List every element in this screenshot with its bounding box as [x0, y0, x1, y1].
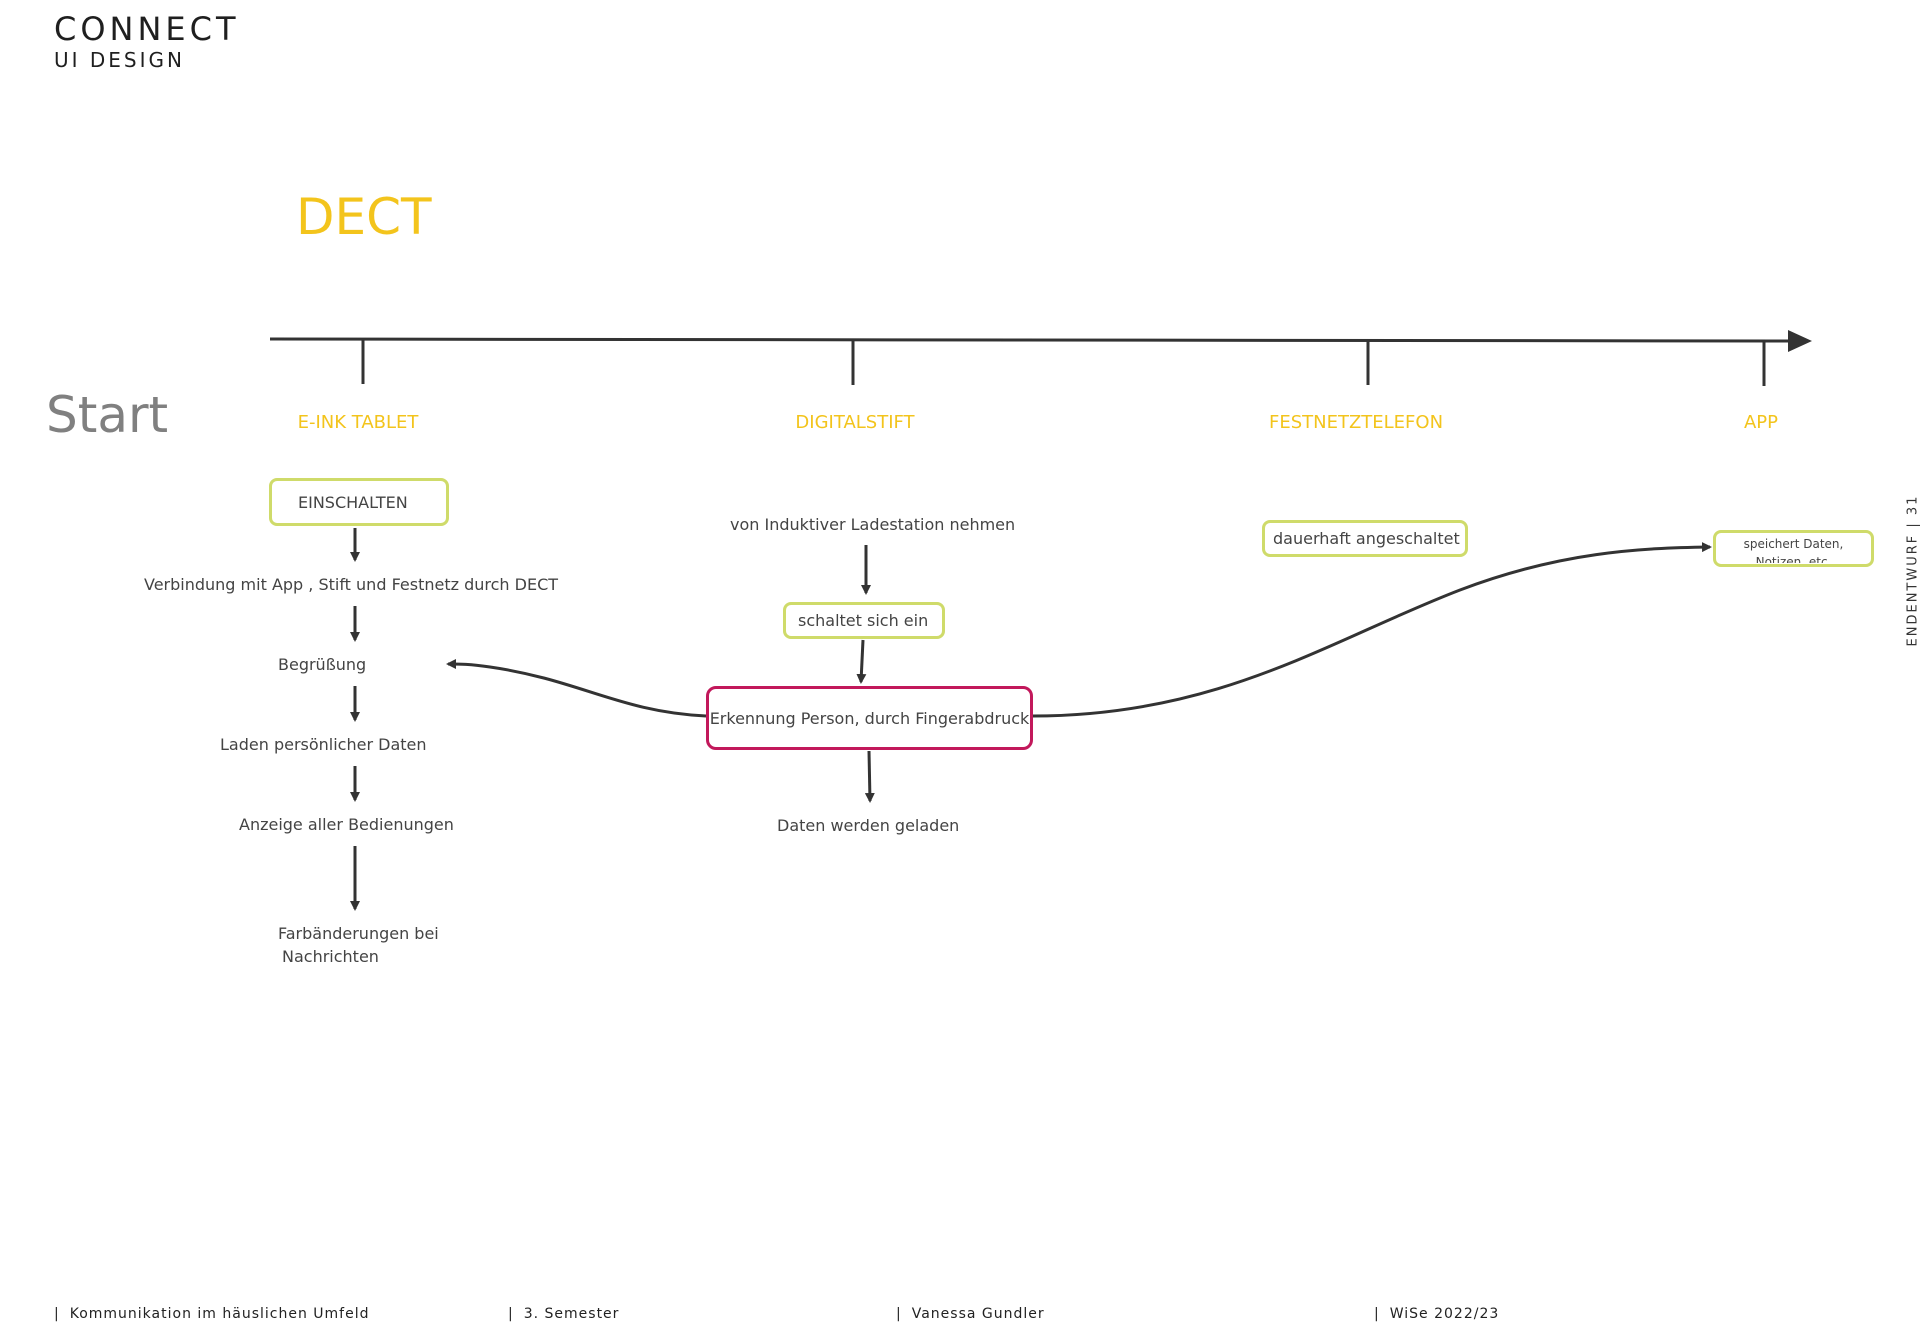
- arrow-pen-2: [856, 639, 867, 684]
- step-daten-geladen: Daten werden geladen: [777, 816, 960, 835]
- timeline-arrow-tip: [1788, 330, 1812, 352]
- box-fingerabdruck: Erkennung Person, durch Fingerabdruck: [706, 686, 1033, 750]
- brand-title: CONNECT: [54, 10, 240, 48]
- brand-subtitle: UI DESIGN: [54, 48, 185, 72]
- curve-to-begruessung: [446, 659, 707, 718]
- box-speichert-daten: speichert Daten, Notizen, etc.: [1713, 530, 1874, 567]
- step-laden-daten: Laden persönlicher Daten: [220, 735, 427, 754]
- category-digitalstift: DIGITALSTIFT: [795, 412, 915, 433]
- box-schaltet-sich-ein: schaltet sich ein: [783, 602, 945, 639]
- step-ladestation: von Induktiver Ladestation nehmen: [730, 515, 1016, 534]
- category-e-ink-tablet: E-INK TABLET: [297, 412, 419, 433]
- start-label: Start: [46, 386, 169, 444]
- step-verbindung: Verbindung mit App , Stift und Festnetz …: [144, 575, 559, 594]
- footer-author-text: Vanessa Gundler: [911, 1306, 1045, 1322]
- box-einschalten: EINSCHALTEN: [269, 478, 449, 526]
- timeline-line: [269, 337, 1791, 343]
- curve-to-app: [1032, 542, 1712, 718]
- box-dauerhaft-angeschaltet: dauerhaft angeschaltet: [1262, 520, 1468, 557]
- footer-term-text: WiSe 2022/23: [1389, 1306, 1500, 1322]
- diagram-heading: DECT: [296, 188, 432, 246]
- footer-item-semester: |3. Semester: [508, 1306, 620, 1322]
- footer-item-course: |Kommunikation im häuslichen Umfeld: [54, 1306, 370, 1322]
- step-farbaenderungen-line1: Farbänderungen bei: [278, 924, 439, 943]
- category-app: APP: [1743, 412, 1779, 433]
- step-begruessung: Begrüßung: [278, 655, 367, 674]
- side-label-text: ENDENTWURF | 31: [1905, 494, 1920, 646]
- side-label: ENDENTWURF | 31: [1898, 480, 1920, 660]
- step-farbaenderungen-line2: Nachrichten: [282, 947, 379, 966]
- app-box-line2: Notizen, etc.: [1755, 554, 1832, 563]
- step-anzeige-bedienungen: Anzeige aller Bedienungen: [239, 815, 454, 834]
- app-box-line1: speichert Daten,: [1743, 536, 1844, 551]
- footer-course-text: Kommunikation im häuslichen Umfeld: [69, 1306, 370, 1322]
- footer-item-author: |Vanessa Gundler: [896, 1306, 1045, 1322]
- arrow-pen-3: [864, 750, 875, 803]
- footer-item-term: |WiSe 2022/23: [1374, 1306, 1500, 1322]
- category-festnetztelefon: FESTNETZTELEFON: [1268, 412, 1444, 433]
- footer-semester-text: 3. Semester: [523, 1306, 620, 1322]
